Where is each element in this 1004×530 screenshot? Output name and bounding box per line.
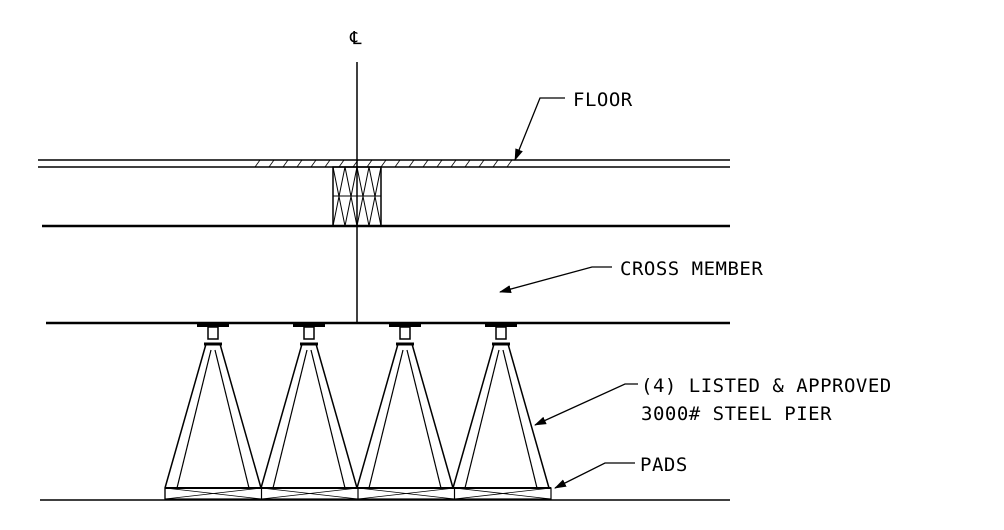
pads-label: PADS bbox=[640, 454, 688, 476]
cross-member-label: CROSS MEMBER bbox=[620, 258, 763, 280]
steel-pier-4 bbox=[452, 323, 550, 489]
steel-pier-3 bbox=[356, 323, 454, 489]
cross-member-leader bbox=[499, 266, 612, 293]
pad-hatch bbox=[454, 487, 552, 500]
steel-pier-2 bbox=[260, 323, 358, 489]
floor-label: FLOOR bbox=[573, 89, 633, 111]
pad-hatch bbox=[164, 487, 262, 500]
pier-label-line2: 3000# STEEL PIER bbox=[641, 403, 832, 425]
steel-pier-1 bbox=[164, 323, 262, 489]
pads-leader bbox=[554, 462, 635, 489]
floor-leader bbox=[514, 97, 565, 161]
pad-hatch bbox=[261, 487, 359, 500]
steel-piers bbox=[164, 323, 550, 489]
pier-leader bbox=[534, 383, 638, 426]
centerline-symbol: ℄ bbox=[349, 28, 362, 49]
floor-layer bbox=[38, 159, 730, 168]
pad-hatch bbox=[357, 487, 455, 500]
center-blocking bbox=[332, 166, 382, 227]
pads bbox=[164, 487, 552, 500]
pier-label-line1: (4) LISTED & APPROVED bbox=[641, 375, 892, 397]
